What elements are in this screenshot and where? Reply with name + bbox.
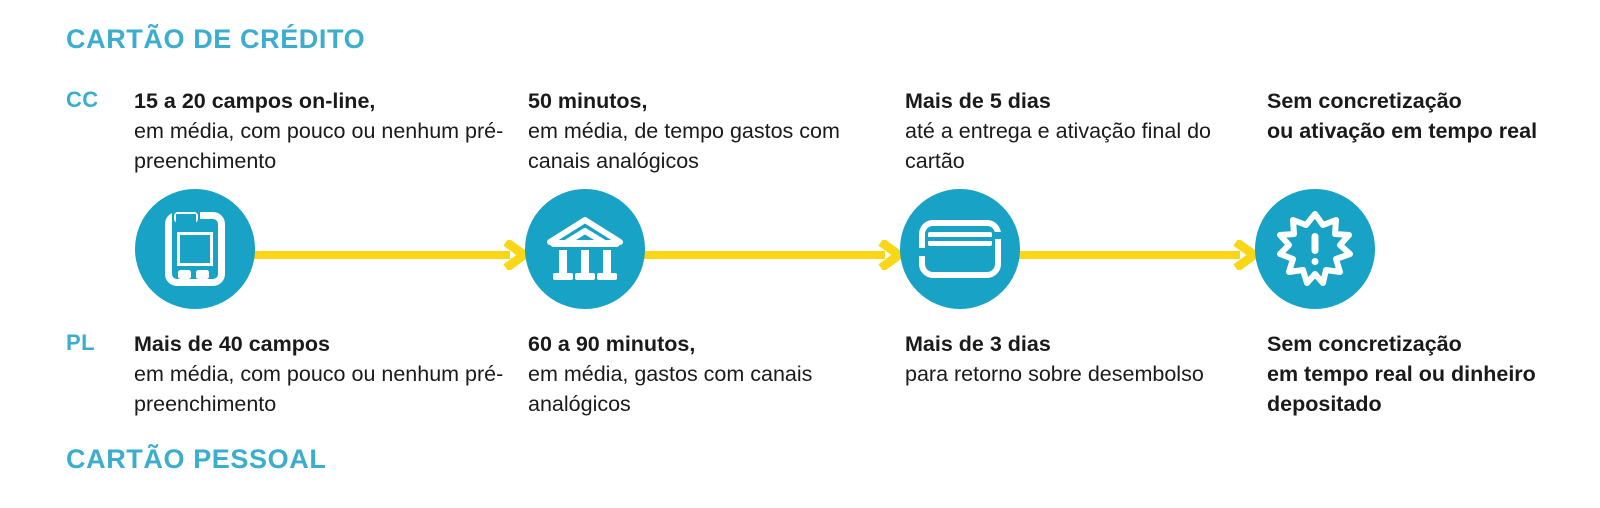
step-4-top-rest: ou ativação em tempo real bbox=[1267, 119, 1538, 143]
step-1-top-lead: 15 a 20 campos on-line, bbox=[134, 89, 376, 113]
step-3-bottom-text: Mais de 3 dias para retorno sobre desemb… bbox=[905, 329, 1215, 389]
step-2-top-text: 50 minutos, em média, de tempo gastos co… bbox=[528, 86, 878, 176]
step-3-top-lead: Mais de 5 dias bbox=[905, 89, 1051, 113]
step-4-icon-circle bbox=[1255, 189, 1375, 309]
step-2-bottom-text: 60 a 90 minutos, em média, gastos com ca… bbox=[528, 329, 878, 419]
arrow-step-3-to-4 bbox=[1013, 240, 1268, 270]
section-heading-credit-card: CARTÃO DE CRÉDITO bbox=[66, 24, 366, 54]
mobile-phone-icon bbox=[165, 212, 225, 286]
step-2-bottom-rest: em média, gastos com canais analógicos bbox=[528, 362, 813, 416]
step-1-top-text: 15 a 20 campos on-line, em média, com po… bbox=[134, 86, 504, 176]
step-2-bottom-lead: 60 a 90 minutos, bbox=[528, 332, 696, 356]
section-heading-personal-card: CARTÃO PESSOAL bbox=[66, 444, 327, 474]
bank-building-icon bbox=[545, 214, 625, 284]
step-4-top-lead: Sem concretização bbox=[1267, 89, 1462, 113]
step-3-bottom-rest: para retorno sobre desembolso bbox=[905, 362, 1204, 386]
step-4-bottom-rest: em tempo real ou dinheiro depositado bbox=[1267, 362, 1536, 416]
step-1-top-rest: em média, com pouco ou nenhum pré-preenc… bbox=[134, 119, 504, 173]
step-1-bottom-text: Mais de 40 campos em média, com pouco ou… bbox=[134, 329, 504, 419]
step-3-top-rest: até a entrega e ativação final do cartão bbox=[905, 119, 1211, 173]
step-2-top-lead: 50 minutos, bbox=[528, 89, 648, 113]
step-4-top-text: Sem concretização ou ativação em tempo r… bbox=[1267, 86, 1577, 146]
step-4-bottom-text: Sem concretização em tempo real ou dinhe… bbox=[1267, 329, 1577, 419]
step-3-top-text: Mais de 5 dias até a entrega e ativação … bbox=[905, 86, 1215, 176]
row-label-cc: CC bbox=[66, 87, 99, 112]
step-1-bottom-rest: em média, com pouco ou nenhum pré-preenc… bbox=[134, 362, 504, 416]
step-2-top-rest: em média, de tempo gastos com canais ana… bbox=[528, 119, 840, 173]
step-2-icon-circle bbox=[525, 189, 645, 309]
step-1-bottom-lead: Mais de 40 campos bbox=[134, 332, 330, 356]
step-3-bottom-lead: Mais de 3 dias bbox=[905, 332, 1051, 356]
step-1-icon-circle bbox=[135, 189, 255, 309]
arrow-step-2-to-3 bbox=[638, 240, 913, 270]
step-3-icon-circle bbox=[900, 189, 1020, 309]
arrow-step-1-to-2 bbox=[248, 240, 538, 270]
row-label-pl: PL bbox=[66, 330, 95, 355]
burst-alert-icon bbox=[1277, 211, 1353, 287]
step-4-bottom-lead: Sem concretização bbox=[1267, 332, 1462, 356]
credit-card-icon bbox=[919, 220, 1001, 278]
